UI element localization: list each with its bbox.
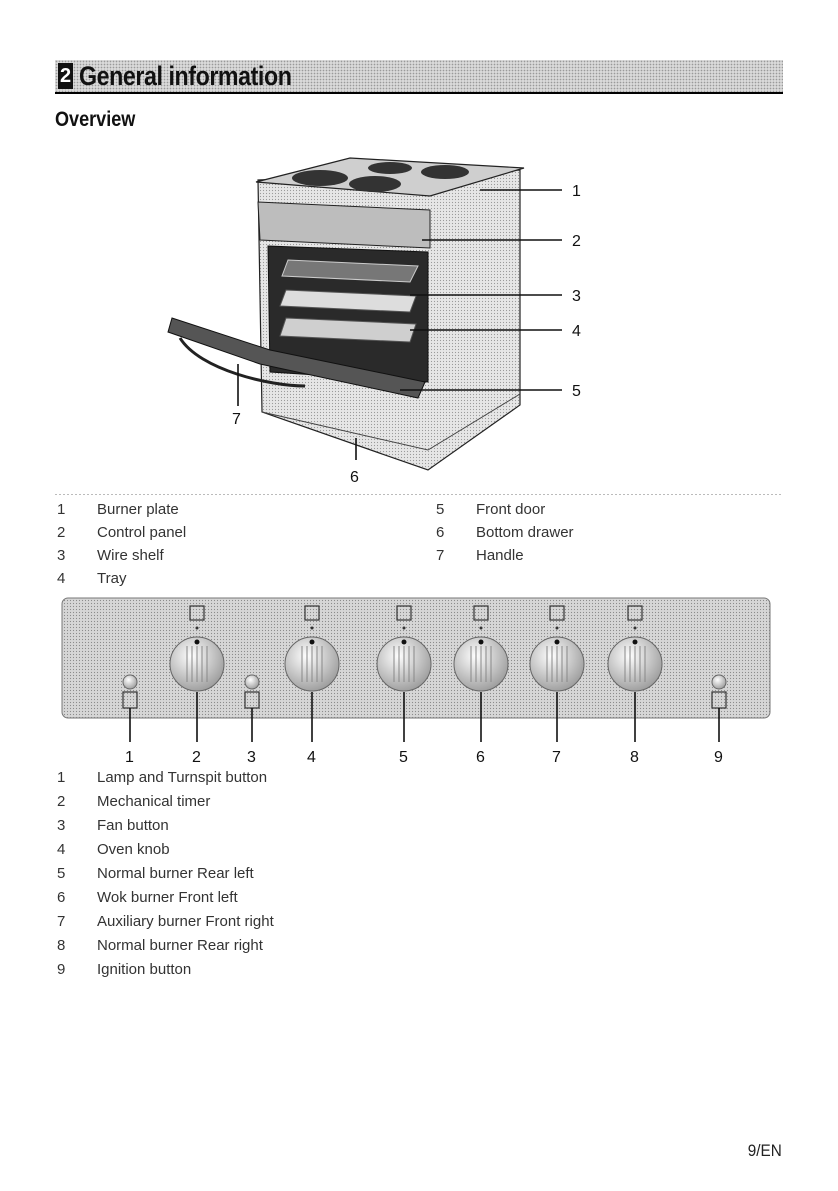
callout-label: 2	[572, 233, 581, 250]
callout-label: 8	[630, 749, 639, 766]
oven-illustration: 1 2 3 4 5 6 7	[167, 157, 581, 486]
knob-group	[122, 626, 727, 692]
bottom-drawer-line	[261, 393, 521, 451]
knob-indicator	[401, 639, 407, 645]
callout-label: 5	[399, 749, 408, 766]
timer-icon	[189, 605, 205, 621]
push-button	[244, 674, 260, 690]
callout-label: 5	[572, 383, 581, 400]
divider	[55, 494, 783, 495]
page-number: 9/EN	[747, 1141, 782, 1160]
burner-front-left-icon	[473, 605, 489, 621]
tray-shape	[279, 317, 417, 343]
push-button	[711, 674, 727, 690]
knob-indicator	[554, 639, 560, 645]
panel-leader-group	[129, 692, 720, 742]
chapter-header: 2 General information	[55, 60, 783, 94]
burner-rear-left-icon	[396, 605, 412, 621]
burner-shape	[349, 176, 401, 192]
knob-mark	[195, 626, 199, 630]
callout-label: 6	[476, 749, 485, 766]
callout-label: 9	[714, 749, 723, 766]
burner-shape	[421, 165, 469, 179]
section-title: Overview	[55, 108, 136, 131]
knob-indicator	[309, 639, 315, 645]
knob-mark	[479, 626, 483, 630]
chapter-title: General information	[79, 61, 292, 91]
callout-label: 7	[232, 411, 241, 428]
handle-shape	[178, 337, 306, 388]
control-panel-illustration: 1 2 3 4 5 6 7 8 9	[61, 597, 771, 766]
callout-label: 3	[247, 749, 256, 766]
front-door-shape	[167, 317, 426, 399]
knob-mark	[555, 626, 559, 630]
callout-label: 3	[572, 288, 581, 305]
callout-label: 4	[307, 749, 316, 766]
callout-label: 7	[552, 749, 561, 766]
control-panel-strip	[257, 201, 431, 249]
panel-callout-group: 1 2 3 4 5 6 7 8 9	[125, 749, 723, 766]
burner-front-right-icon	[549, 605, 565, 621]
knob-mark	[310, 626, 314, 630]
callout-label: 1	[572, 183, 581, 200]
knob-mark	[402, 626, 406, 630]
chapter-number: 2	[58, 63, 73, 89]
knob-indicator	[478, 639, 484, 645]
push-button	[122, 674, 138, 690]
knob-indicator	[194, 639, 200, 645]
burner-shape	[292, 170, 348, 186]
callout-label: 4	[572, 323, 581, 340]
wire-shelf-shape	[281, 259, 419, 283]
knob-indicator	[632, 639, 638, 645]
callout-label: 6	[350, 469, 359, 486]
callout-label: 1	[125, 749, 134, 766]
burner-shape	[368, 162, 412, 174]
burner-rear-right-icon	[627, 605, 643, 621]
oven-icon	[304, 605, 320, 621]
knob-mark	[633, 626, 637, 630]
callout-label: 2	[192, 749, 201, 766]
shelf-shape	[279, 289, 417, 313]
